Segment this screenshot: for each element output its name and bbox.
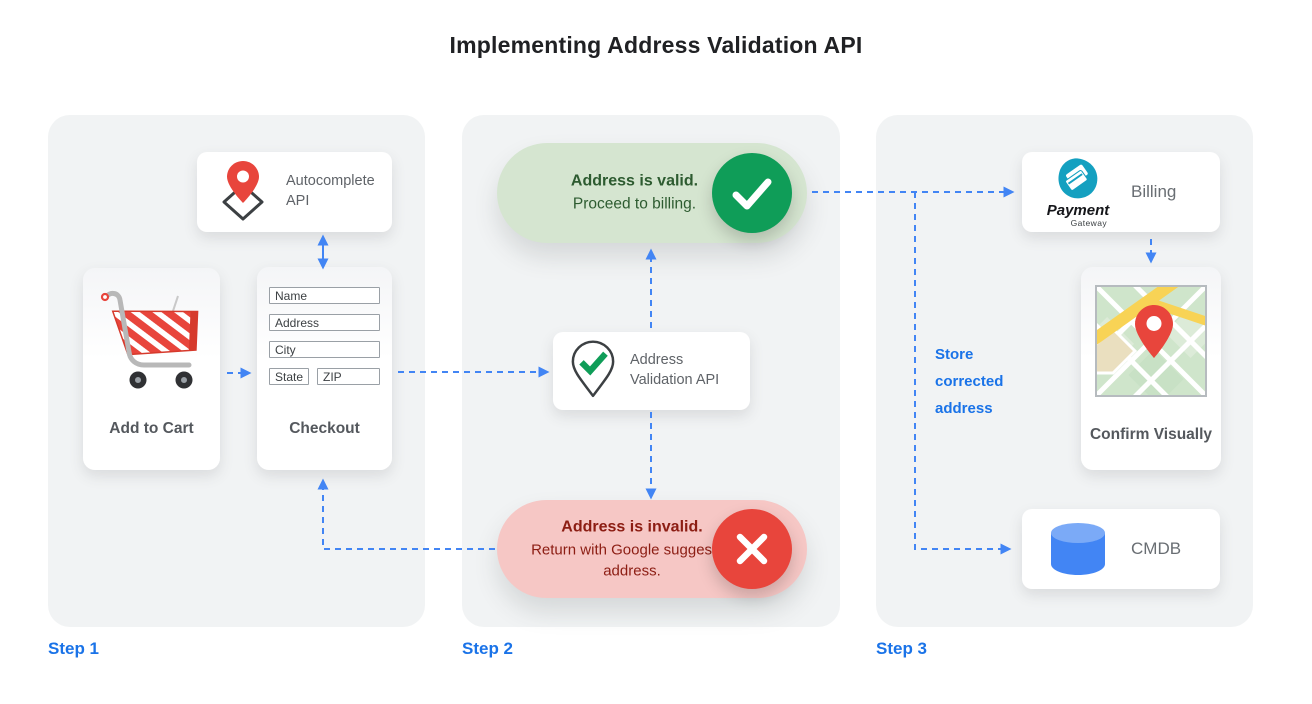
checkout-form: Name Address City State ZIP <box>269 287 380 385</box>
payment-logo-title: Payment <box>1046 201 1110 219</box>
checkout-label: Checkout <box>289 420 360 438</box>
cmdb-card: CMDB <box>1022 509 1220 589</box>
address-field: Address <box>269 314 380 331</box>
confirm-visually-label: Confirm Visually <box>1089 426 1213 444</box>
page-title: Implementing Address Validation API <box>449 32 863 58</box>
billing-label: Billing <box>1131 181 1177 201</box>
check-circle-icon <box>712 153 792 233</box>
map-thumbnail <box>1095 285 1207 402</box>
step-1-label: Step 1 <box>48 639 100 658</box>
add-to-cart-card: Add to Cart <box>83 268 220 470</box>
pin-check-icon <box>570 339 616 404</box>
step-2-label: Step 2 <box>462 639 514 658</box>
database-icon <box>1039 521 1117 577</box>
x-circle-icon <box>712 509 792 589</box>
invalid-pill-title: Address is invalid. <box>561 518 703 536</box>
payment-logo-subtitle: Gateway <box>1070 217 1107 228</box>
valid-pill-subtitle: Proceed to billing. <box>572 195 697 213</box>
payment-gateway-logo: Payment Gateway <box>1039 157 1117 228</box>
checkout-card: Name Address City State ZIP Checkout <box>257 267 392 470</box>
shopping-cart-icon <box>94 288 210 395</box>
step-3-label: Step 3 <box>876 639 928 658</box>
autocomplete-api-label: Autocomplete API <box>286 173 375 209</box>
map-pin-diamond-icon <box>214 159 272 226</box>
state-field: State <box>269 368 309 385</box>
zip-field: ZIP <box>317 368 380 385</box>
address-validation-label: Address Validation API <box>630 352 720 388</box>
add-to-cart-label: Add to Cart <box>109 420 194 438</box>
store-corrected-address-note: Store corrected address <box>935 346 1004 417</box>
name-field: Name <box>269 287 380 304</box>
billing-card: Payment Gateway Billing <box>1022 152 1220 232</box>
address-valid-pill: Address is valid. Proceed to billing. <box>497 143 807 243</box>
valid-pill-title: Address is valid. <box>570 172 699 190</box>
confirm-visually-card: Confirm Visually <box>1081 267 1221 470</box>
autocomplete-api-card: Autocomplete API <box>197 152 392 232</box>
address-invalid-pill: Address is invalid. Return with Google s… <box>497 500 807 598</box>
map-pin-icon <box>1135 305 1173 358</box>
cmdb-label: CMDB <box>1131 538 1182 558</box>
city-field: City <box>269 341 380 358</box>
address-validation-card: Address Validation API <box>553 332 750 410</box>
invalid-pill-subtitle: Return with Google suggested address. <box>531 541 733 580</box>
